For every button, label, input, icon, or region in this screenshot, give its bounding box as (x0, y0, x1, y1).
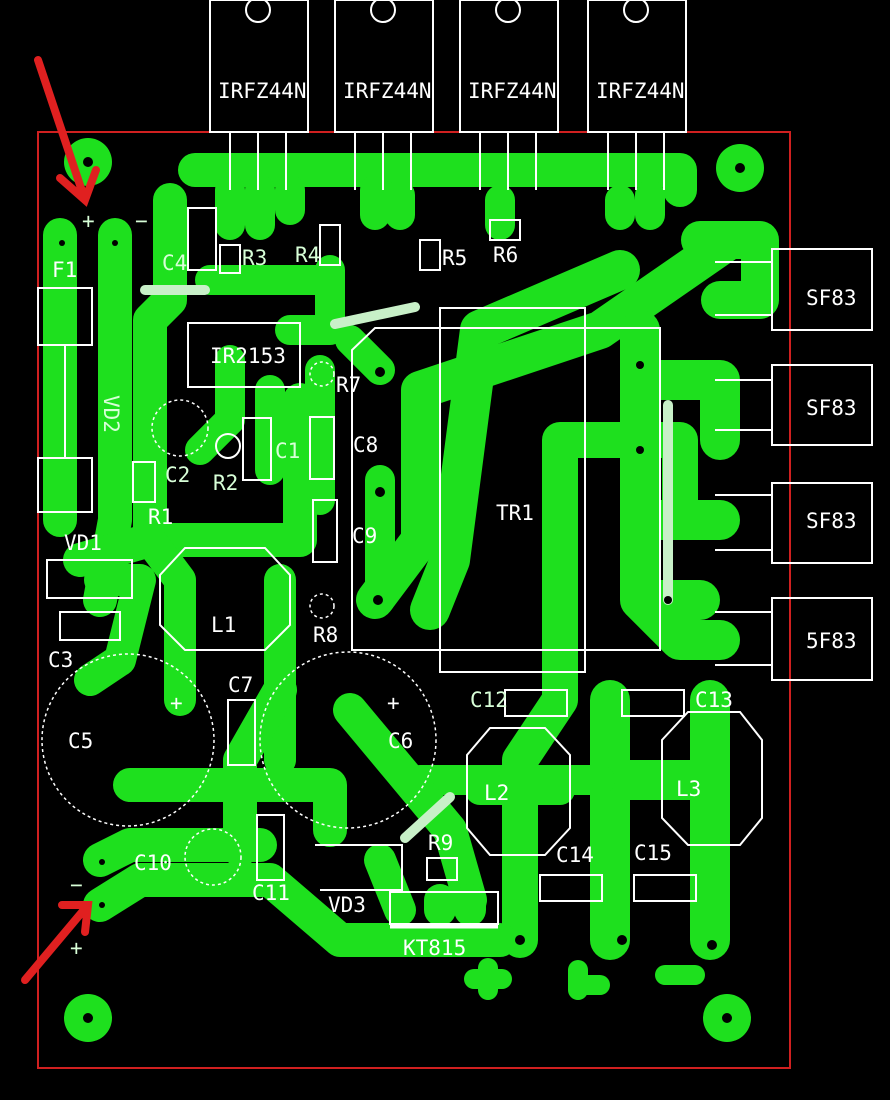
svg-text:C7: C7 (228, 673, 253, 697)
svg-text:C14: C14 (556, 843, 594, 867)
svg-text:IRFZ44N: IRFZ44N (218, 79, 307, 103)
svg-text:IRFZ44N: IRFZ44N (468, 79, 557, 103)
svg-text:L1: L1 (211, 613, 236, 637)
mosfet-q3: IRFZ44N (459, 0, 559, 133)
svg-text:R1: R1 (148, 505, 173, 529)
svg-text:C5: C5 (68, 729, 93, 753)
svg-text:SF83: SF83 (806, 396, 857, 420)
svg-text:IRFZ44N: IRFZ44N (596, 79, 685, 103)
svg-text:C3: C3 (48, 648, 73, 672)
svg-text:+: + (170, 691, 183, 715)
svg-text:KT815: KT815 (403, 936, 466, 960)
svg-text:C12: C12 (470, 688, 508, 712)
svg-text:F1: F1 (52, 258, 77, 282)
mosfet-q1: IRFZ44N (209, 0, 309, 133)
svg-text:−: − (70, 873, 83, 897)
svg-text:C1: C1 (275, 439, 300, 463)
svg-text:R8: R8 (313, 623, 338, 647)
svg-text:R9: R9 (428, 831, 453, 855)
jumper-wires (140, 285, 673, 843)
svg-text:+: + (70, 936, 83, 960)
svg-text:VD3: VD3 (328, 893, 366, 917)
mosfet-row: IRFZ44N IRFZ44N IRFZ44N IRFZ44N (209, 0, 687, 190)
svg-text:R3: R3 (242, 246, 267, 270)
svg-text:C13: C13 (695, 688, 733, 712)
mosfet-q4: IRFZ44N (587, 0, 687, 133)
mosfet-q2: IRFZ44N (334, 0, 434, 133)
mounting-holes (64, 138, 764, 1042)
output-diodes: SF83 SF83 SF83 5F83 (715, 248, 873, 681)
svg-text:C11: C11 (252, 881, 290, 905)
svg-text:SF83: SF83 (806, 286, 857, 310)
svg-text:SF83: SF83 (806, 509, 857, 533)
svg-text:5F83: 5F83 (806, 629, 857, 653)
svg-text:C4: C4 (162, 251, 187, 275)
svg-text:C10: C10 (134, 851, 172, 875)
svg-text:C2: C2 (165, 463, 190, 487)
svg-text:VD2: VD2 (99, 395, 123, 433)
svg-text:C8: C8 (353, 433, 378, 457)
svg-text:R4: R4 (295, 243, 320, 267)
svg-text:+: + (82, 209, 95, 233)
svg-text:R6: R6 (493, 243, 518, 267)
svg-text:C6: C6 (388, 729, 413, 753)
pads (59, 240, 717, 950)
svg-text:+: + (387, 691, 400, 715)
components: F1 VD2 C4 R3 R4 R5 R6 IR2153 R7 C8 C9 R8… (37, 207, 763, 960)
svg-text:R7: R7 (336, 373, 361, 397)
annotation-arrows (21, 56, 100, 984)
svg-text:C9: C9 (352, 524, 377, 548)
svg-text:R5: R5 (442, 246, 467, 270)
svg-text:IR2153: IR2153 (210, 344, 286, 368)
svg-text:VD1: VD1 (64, 531, 102, 555)
svg-text:TR1: TR1 (496, 501, 534, 525)
svg-text:L2: L2 (484, 781, 509, 805)
svg-text:L3: L3 (676, 777, 701, 801)
svg-text:R2: R2 (213, 471, 238, 495)
svg-text:IRFZ44N: IRFZ44N (343, 79, 432, 103)
svg-text:C15: C15 (634, 841, 672, 865)
svg-text:−: − (135, 209, 148, 233)
